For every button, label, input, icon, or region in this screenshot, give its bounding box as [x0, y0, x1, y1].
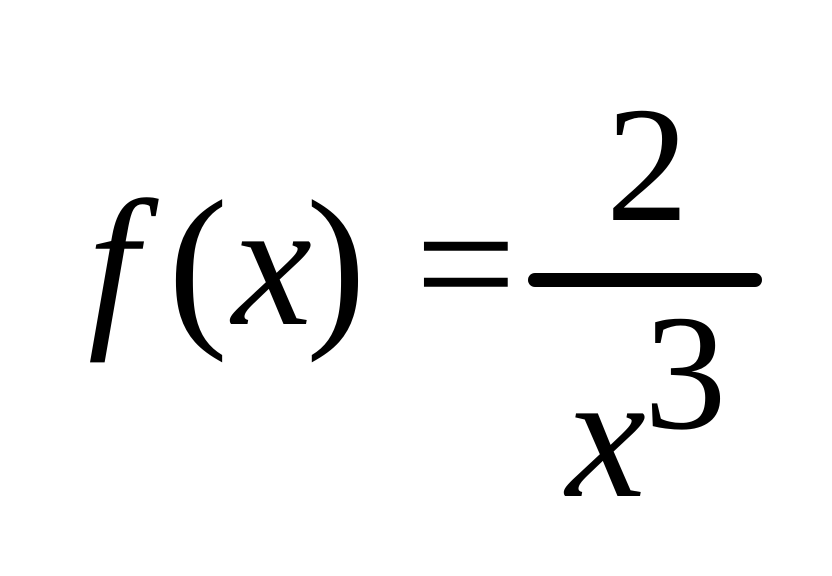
fraction-bar	[528, 273, 762, 287]
open-paren: (	[168, 164, 228, 363]
denominator-exponent: 3	[644, 281, 727, 464]
denominator-base: x	[566, 336, 646, 535]
variable: x	[232, 164, 312, 363]
numerator: 2	[606, 73, 689, 256]
equals-sign: =	[415, 164, 517, 363]
close-paren: )	[306, 164, 366, 363]
function-name: f	[88, 164, 139, 363]
